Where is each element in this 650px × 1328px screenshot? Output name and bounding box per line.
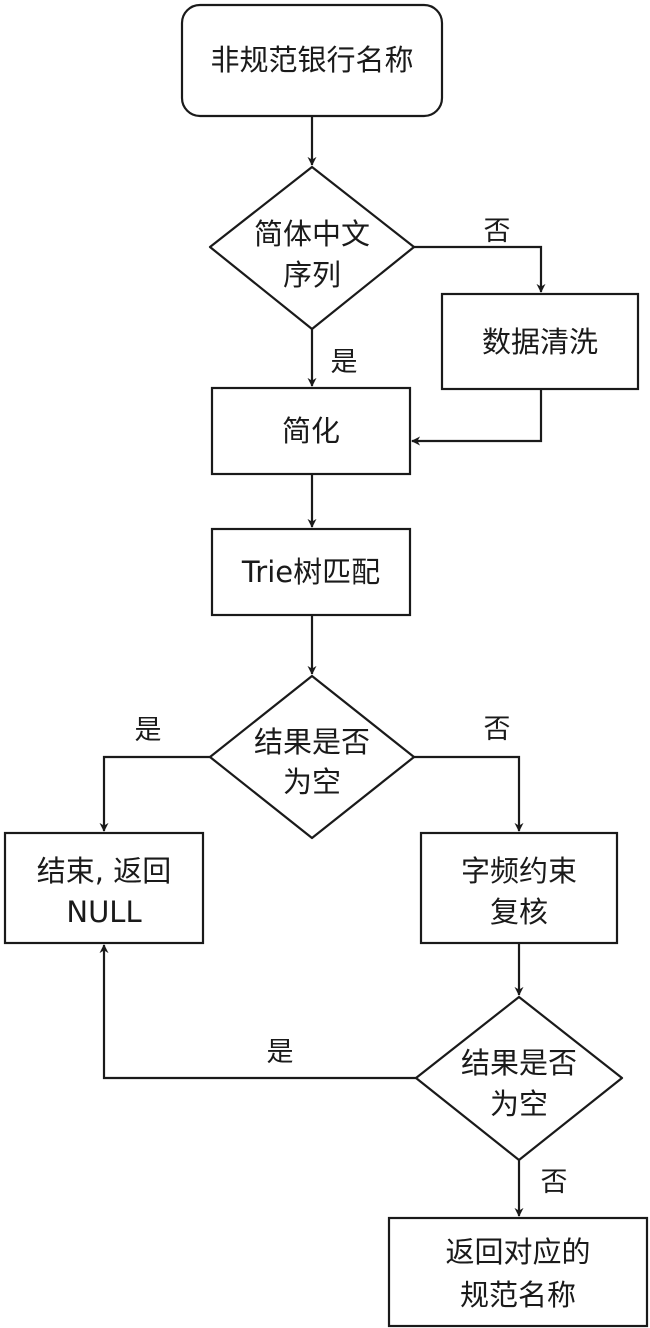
terminal-return-canonical-name: 返回对应的 规范名称 <box>387 1216 649 1328</box>
process-data-cleaning: 数据清洗 <box>440 292 640 391</box>
terminal-label-line1: 结束, 返回 <box>37 854 171 888</box>
edge-label-yes: 是 <box>135 715 162 746</box>
decision-result-empty-2: 结果是否 为空 <box>414 995 624 1162</box>
start-node: 非规范银行名称 <box>180 3 444 118</box>
process-label: 简化 <box>282 414 340 448</box>
process-trie-match: Trie树匹配 <box>210 527 412 617</box>
decision-label-line1: 结果是否 <box>254 725 370 759</box>
terminal-label-line1: 返回对应的 <box>445 1235 590 1269</box>
start-node-label: 非规范银行名称 <box>210 43 413 77</box>
decision-label-line2: 为空 <box>490 1087 548 1121</box>
edge-label-no: 否 <box>484 216 511 247</box>
edge-label-no: 否 <box>541 1167 568 1198</box>
terminal-return-null: 结束, 返回 NULL <box>3 831 205 945</box>
process-simplify: 简化 <box>210 386 412 476</box>
decision-label-line1: 结果是否 <box>461 1046 577 1080</box>
edge-label-yes: 是 <box>331 347 358 378</box>
process-label-line2: 复核 <box>490 895 548 929</box>
edge-check2-to-end <box>99 944 416 1080</box>
decision-label-line1: 简体中文 <box>254 217 370 251</box>
process-label: Trie树匹配 <box>241 555 380 589</box>
edge-check1-to-charfreq <box>414 755 524 832</box>
edge-check1-to-end <box>99 755 210 832</box>
decision-simplified-chinese: 简体中文 序列 <box>208 165 416 331</box>
terminal-label-line2: 规范名称 <box>460 1278 576 1312</box>
decision-label-line2: 为空 <box>283 765 341 799</box>
edge-label-yes: 是 <box>267 1037 294 1068</box>
process-label: 数据清洗 <box>482 325 598 359</box>
decision-result-empty-1: 结果是否 为空 <box>208 674 416 840</box>
process-label-line1: 字频约束 <box>461 854 577 888</box>
edge-check-to-cleaning <box>414 245 546 293</box>
edge-cleaning-to-simplify <box>411 389 543 446</box>
edge-label-no: 否 <box>484 714 511 745</box>
decision-label-line2: 序列 <box>283 258 341 292</box>
process-char-frequency-check: 字频约束 复核 <box>419 831 619 945</box>
terminal-label-line2: NULL <box>66 895 141 929</box>
